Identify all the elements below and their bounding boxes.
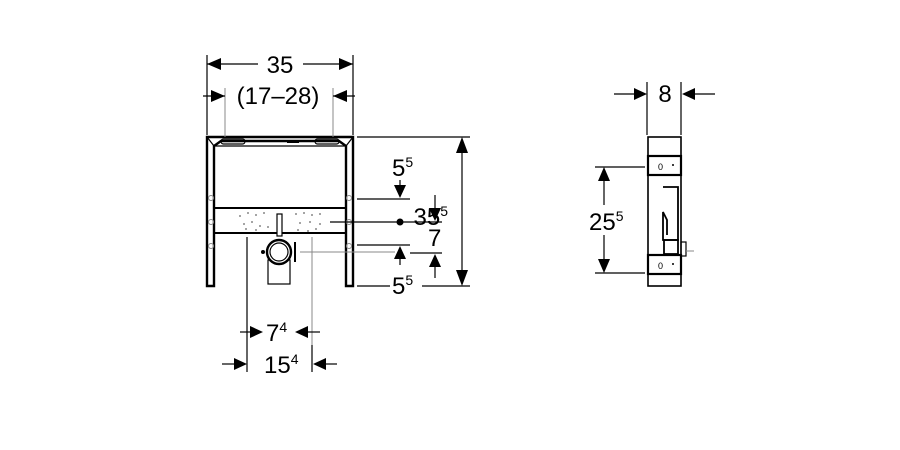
range-label: (17–28) <box>237 83 320 110</box>
depth-label: 8 <box>658 81 671 108</box>
side-view-labels: 8 255 <box>589 81 672 236</box>
drain-pipe-icon <box>261 238 296 285</box>
bracket-spacing-label: 255 <box>589 208 624 236</box>
drain-outer-label: 154 <box>264 351 299 379</box>
front-view-frame <box>205 135 355 288</box>
width-label: 35 <box>267 52 294 79</box>
bottom-offset-label: 55 <box>392 272 413 300</box>
front-view-labels: 35 (17–28) 355 55 7 55 74 154 <box>237 52 449 379</box>
height-label: 355 <box>414 203 449 231</box>
dimension-lines <box>203 55 470 372</box>
side-dimension-lines <box>595 82 715 274</box>
svg-text:0: 0 <box>658 261 663 271</box>
side-view: 0 0 <box>646 136 694 287</box>
svg-text:0: 0 <box>658 162 663 172</box>
spacing-label: 7 <box>428 225 441 252</box>
drain-inner-label: 74 <box>266 319 287 347</box>
mounting-holes-icon <box>239 212 321 232</box>
top-offset-label: 55 <box>392 154 413 182</box>
